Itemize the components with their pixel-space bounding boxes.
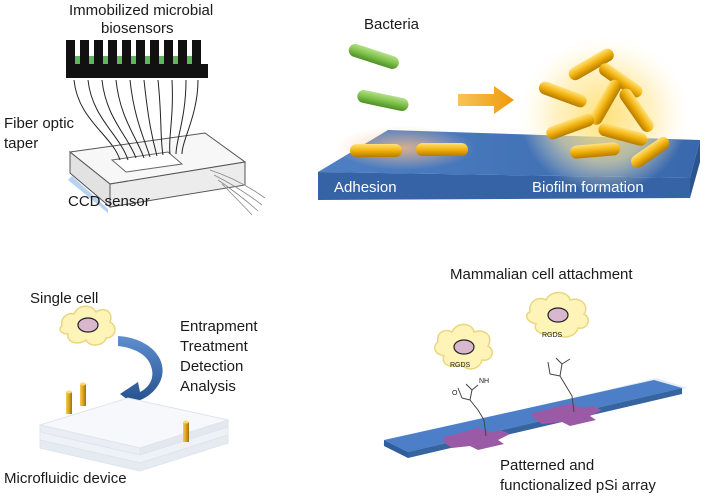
linker-chain xyxy=(457,383,487,437)
free-bacterium xyxy=(357,89,409,112)
biosensors-title-line2: biosensors xyxy=(101,20,174,37)
attached-cell xyxy=(433,323,493,370)
curved-arrow-icon xyxy=(118,336,163,410)
o-label: O xyxy=(452,390,458,397)
biofilm-cluster xyxy=(538,48,670,168)
nh-label: NH xyxy=(479,378,490,385)
progression-arrow-icon xyxy=(458,86,514,114)
step-analysis: Analysis xyxy=(180,378,236,395)
panel-c-microfluidic-illustration xyxy=(38,305,230,472)
pattern-spot xyxy=(530,404,602,426)
step-detection: Detection xyxy=(180,358,244,375)
single-cell xyxy=(59,305,116,346)
device-pillar xyxy=(80,382,86,406)
fiber-optic-bundle xyxy=(73,79,199,161)
biosensor-comb xyxy=(66,40,208,78)
adhered-bacterium xyxy=(350,144,402,157)
biosensors-title-line1: Immobilized microbial xyxy=(69,2,214,19)
fiber-taper-label-line1: Fiber optic xyxy=(4,115,75,132)
device-pillar xyxy=(66,390,72,414)
single-cell-label: Single cell xyxy=(30,290,99,307)
bacteria-label: Bacteria xyxy=(364,16,420,33)
device-pillar xyxy=(183,420,189,442)
pattern-spot xyxy=(442,428,510,450)
fiber-taper-label-line2: taper xyxy=(4,135,39,152)
psi-caption-line1: Patterned and xyxy=(500,457,595,474)
biofilm-formation-label: Biofilm formation xyxy=(532,179,644,196)
rgds-label-left: RGDS xyxy=(450,362,471,369)
free-bacterium xyxy=(348,43,399,70)
adhesion-label: Adhesion xyxy=(334,179,397,196)
microfluidic-device-label: Microfluidic device xyxy=(4,470,127,487)
ccd-sensor-label: CCD sensor xyxy=(68,193,150,210)
step-entrapment: Entrapment xyxy=(180,318,258,335)
microfluidic-device xyxy=(38,397,230,472)
panel-a-ccd-illustration xyxy=(66,40,266,216)
panel-b-biofilm-illustration xyxy=(318,37,700,200)
adhered-bacterium xyxy=(416,143,468,156)
psi-caption-line2: functionalized pSi array xyxy=(500,477,656,494)
step-treatment: Treatment xyxy=(180,338,248,355)
panel-d-psi-illustration xyxy=(382,291,688,458)
attached-cell xyxy=(525,291,589,338)
mammalian-attachment-title: Mammalian cell attachment xyxy=(450,266,633,283)
linker-chain xyxy=(547,357,575,413)
cell-nucleus xyxy=(77,317,99,333)
rgds-label-right: RGDS xyxy=(542,332,563,339)
adhesion-glow xyxy=(335,126,475,170)
